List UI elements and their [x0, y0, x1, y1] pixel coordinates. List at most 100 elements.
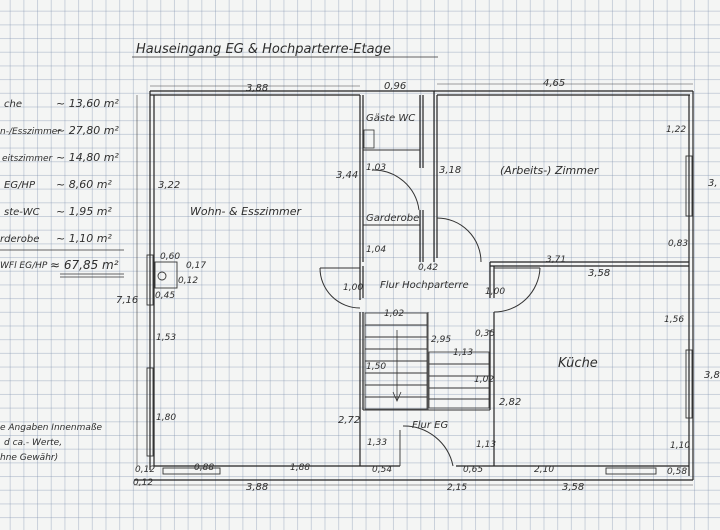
dim-label: 1,13 [476, 440, 496, 450]
dim-label: 1,50 [366, 362, 386, 372]
door-arc [372, 169, 420, 211]
dim-label: 1,02 [474, 375, 494, 385]
plan-title: Hauseingang EG & Hochparterre-Etage [136, 42, 391, 57]
dim-label: 0,65 [463, 465, 483, 475]
dim-label: 3,88 [246, 83, 268, 94]
dim-label: 2,95 [431, 335, 451, 345]
area-value: ~ 1,95 m² [56, 205, 112, 218]
chimney-box [154, 261, 178, 289]
windows [146, 155, 693, 475]
outer-walls [134, 90, 694, 481]
area-total-value: ≈ 67,85 m² [50, 258, 119, 272]
dim-label: 3,22 [158, 180, 180, 191]
area-total-label: WFl EG/HP [0, 261, 48, 271]
room-label-gaeste-wc: Gäste WC [366, 113, 415, 124]
chimney [154, 261, 178, 289]
dim-label: 2,72 [338, 415, 360, 426]
dim-label: 0,96 [384, 81, 406, 92]
dim-label: 4,65 [543, 78, 565, 89]
window [685, 155, 693, 217]
area-value: ~ 14,80 m² [56, 151, 119, 164]
door-swings [319, 169, 541, 467]
dim-label: 1,03 [366, 163, 386, 173]
note-line: e Angaben Innenmaße [0, 423, 103, 433]
dim-label: 3,18 [439, 165, 461, 176]
dim-label: 1,04 [366, 245, 386, 255]
chimney-flue [157, 271, 167, 281]
dim-label: 0,45 [155, 291, 175, 301]
dim-label: 1,13 [453, 348, 473, 358]
interior-walls [359, 91, 689, 466]
dim-label: 3,58 [588, 268, 610, 279]
area-value: ~ 8,60 m² [56, 178, 112, 191]
dim-label: 1,22 [666, 125, 686, 135]
stair-run [428, 351, 490, 409]
dimension-labels: 3,88 0,96 4,65 3,22 7,16 3,44 1,03 3,18 … [116, 78, 720, 493]
dim-label: 1,00 [343, 283, 363, 293]
window [605, 467, 657, 475]
stair-arrow-head [392, 391, 402, 402]
dim-label: 1,53 [156, 333, 176, 343]
dim-label: 1,56 [664, 315, 684, 325]
dim-label: 0,88 [194, 463, 214, 473]
door-arc [319, 267, 361, 309]
dimension-lines [134, 83, 693, 486]
window [162, 467, 221, 475]
dim-label: 3,88 [246, 482, 268, 493]
dim-label: 0,42 [418, 263, 438, 273]
dim-label: 3, [708, 178, 718, 189]
area-label: n-/Esszimmer [0, 127, 62, 137]
area-label: rderobe [0, 234, 39, 245]
door-arc [493, 267, 541, 313]
dim-label: 1,10 [670, 441, 690, 451]
dim-label: 1,33 [367, 438, 387, 448]
door-arc [436, 217, 482, 263]
room-label-arbeitszimmer: (Arbeits-) Zimmer [500, 164, 600, 177]
dim-label: 2,10 [534, 465, 554, 475]
dim-label: 2,82 [499, 397, 521, 408]
dim-label: 3,8 [704, 370, 720, 381]
dim-label: 0,35 [475, 329, 495, 339]
area-label: ste-WC [4, 207, 40, 218]
area-value: ~ 13,60 m² [56, 97, 119, 110]
door-arc [402, 425, 454, 467]
room-label-flur-eg: Flur EG [412, 420, 448, 431]
notes: e Angaben Innenmaße d ca.- Werte, hne Ge… [0, 423, 103, 463]
dim-label: 0,60 [160, 252, 180, 262]
area-value: ~ 1,10 m² [56, 232, 112, 245]
window [685, 349, 693, 419]
note-line: hne Gewähr) [0, 453, 58, 463]
window [146, 367, 154, 457]
note-line: d ca.- Werte, [4, 438, 62, 448]
area-value: ~ 27,80 m² [56, 124, 119, 137]
dim-label: 0,12 [135, 465, 155, 475]
area-list: che ~ 13,60 m² n-/Esszimmer ~ 27,80 m² e… [0, 97, 124, 278]
dim-label: 1,00 [485, 287, 505, 297]
room-label-flur-hp: Flur Hochparterre [380, 280, 469, 291]
area-label: EG/HP [4, 180, 36, 191]
dim-label: 7,16 [116, 295, 138, 306]
toilet-icon [363, 129, 375, 149]
dim-label: 1,88 [290, 463, 310, 473]
dim-label: 1,80 [156, 413, 176, 423]
dim-label: 0,17 [186, 261, 206, 271]
room-label-wohn: Wohn- & Esszimmer [190, 205, 303, 218]
dim-label: 0,54 [372, 465, 392, 475]
area-label: eitszimmer [2, 154, 54, 164]
dim-label: 3,71 [546, 255, 566, 265]
dim-label: 0,83 [668, 239, 688, 249]
room-labels: Wohn- & Esszimmer Gäste WC Garderobe (Ar… [190, 113, 600, 431]
dim-label: 3,44 [336, 170, 358, 181]
dim-label: 0,12 [178, 276, 198, 286]
room-label-garderobe: Garderobe [366, 213, 419, 224]
dim-label: 2,15 [447, 483, 467, 493]
dim-label: 1,02 [384, 309, 404, 319]
dim-label: 0,12 [133, 478, 153, 488]
window [146, 254, 154, 306]
room-label-kueche: Küche [558, 356, 598, 371]
dim-label: 3,58 [562, 482, 584, 493]
dim-label: 0,58 [667, 467, 687, 477]
area-label: che [4, 99, 22, 110]
